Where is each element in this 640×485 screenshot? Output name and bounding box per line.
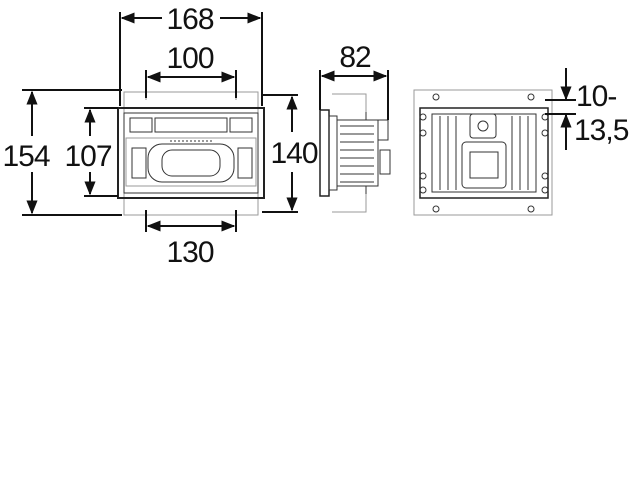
dim-label-82: 82 — [339, 41, 371, 74]
dim-82: 82 — [319, 41, 389, 120]
side-flange — [319, 109, 330, 197]
dim-label-130: 130 — [166, 236, 213, 269]
dim-107: 107 — [64, 107, 118, 197]
dim-130: 130 — [145, 210, 237, 269]
side-view — [319, 93, 391, 213]
dim-label-168: 168 — [166, 3, 213, 36]
dim-label-154: 154 — [2, 140, 49, 173]
dim-100: 100 — [145, 42, 237, 98]
dim-10-13-5: 10- 13,5 — [545, 68, 630, 150]
rear-connector — [461, 141, 507, 189]
dim-label-140: 140 — [270, 137, 317, 170]
front-housing — [117, 107, 265, 199]
rear-view — [413, 89, 553, 216]
front-view — [117, 91, 265, 216]
rear-plate — [413, 89, 553, 216]
dim-140: 140 — [262, 94, 319, 213]
dim-154: 154 — [2, 89, 122, 216]
dim-label-13-5: 13,5 — [574, 114, 629, 147]
front-lens — [147, 143, 235, 183]
dim-label-107: 107 — [64, 140, 111, 173]
dim-label-100: 100 — [166, 42, 213, 75]
dim-label-10: 10- — [576, 80, 616, 113]
